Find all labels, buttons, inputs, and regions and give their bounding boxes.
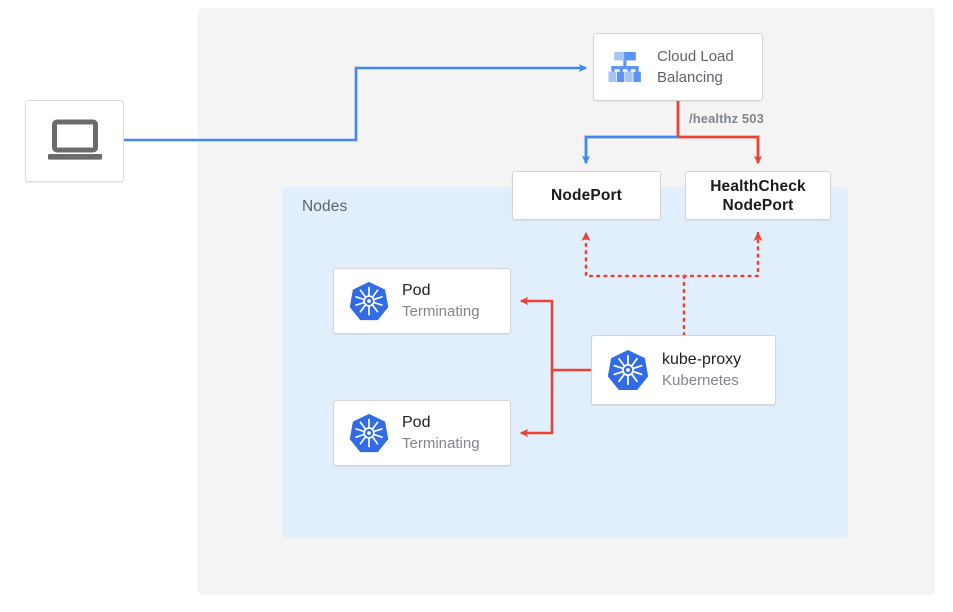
pod-node-2[interactable]: Pod Terminating	[333, 400, 511, 466]
kubernetes-icon	[349, 413, 389, 453]
cloud-load-balancing-icon	[608, 51, 641, 83]
pod-node-1[interactable]: Pod Terminating	[333, 268, 511, 334]
healthcheck-nodeport-node[interactable]: HealthCheck NodePort	[685, 171, 831, 220]
pod-2-title: Pod	[402, 414, 431, 431]
cloud-load-balancing-label-line1: Cloud Load	[657, 48, 734, 65]
pod-2-text: Pod Terminating	[402, 413, 480, 453]
healthz-edge-label: /healthz 503	[689, 111, 764, 126]
nodes-region-label: Nodes	[302, 198, 348, 215]
nodeport-label: NodePort	[551, 187, 622, 204]
kubernetes-icon	[607, 350, 649, 390]
pod-1-text: Pod Terminating	[402, 281, 480, 321]
pod-1-status: Terminating	[402, 303, 480, 320]
pod-1-title: Pod	[402, 282, 431, 299]
cloud-load-balancing-label: Cloud Load Balancing	[657, 46, 734, 88]
kube-proxy-text: kube-proxy Kubernetes	[662, 350, 741, 390]
laptop-icon	[47, 119, 102, 160]
healthcheck-nodeport-label-line1: HealthCheck	[710, 177, 806, 195]
pod-2-status: Terminating	[402, 435, 480, 452]
kubernetes-icon	[349, 281, 389, 321]
kube-proxy-subtitle: Kubernetes	[662, 372, 739, 389]
kube-proxy-title: kube-proxy	[662, 351, 742, 368]
healthcheck-nodeport-label: HealthCheck NodePort	[710, 177, 806, 215]
cloud-load-balancing-label-line2: Balancing	[657, 69, 723, 86]
healthcheck-nodeport-label-line2: NodePort	[722, 196, 794, 214]
nodeport-node[interactable]: NodePort	[512, 171, 661, 220]
cloud-load-balancing-node[interactable]: Cloud Load Balancing	[593, 33, 763, 101]
kube-proxy-node[interactable]: kube-proxy Kubernetes	[591, 335, 776, 405]
client-node[interactable]	[25, 100, 124, 182]
